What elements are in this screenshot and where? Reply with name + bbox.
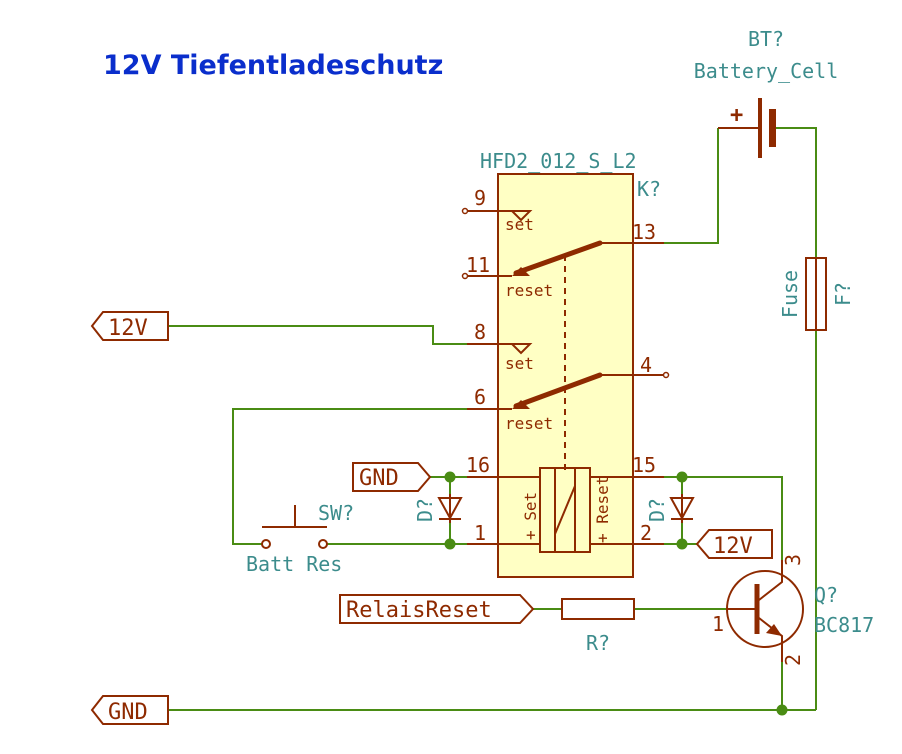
relay-value: HFD2_012_S_L2 [480, 149, 637, 173]
transistor-pin-2: 2 [781, 654, 805, 666]
switch-value: Batt Res [246, 552, 342, 576]
relay-label-set-1: set [505, 215, 534, 234]
relay-label-reset-1: reset [505, 281, 553, 300]
relay-label-reset-2: reset [505, 414, 553, 433]
relay-pin-11: 11 [466, 253, 490, 277]
junctions [444, 471, 788, 716]
relay-pin-2: 2 [640, 521, 652, 545]
transistor-value: BC817 [814, 613, 874, 637]
net-label-gnd-mid[interactable]: GND [352, 462, 432, 492]
fuse[interactable]: Fuse F? [778, 257, 855, 331]
diode-right-ref: D? [645, 498, 669, 522]
battery-ref: BT? [748, 27, 784, 51]
net-label-12v-left[interactable]: 12V [90, 311, 169, 341]
wire-pin6-to-switch [232, 408, 467, 545]
net-label-relaisreset-text: RelaisReset [346, 598, 492, 623]
relay-pin-1: 1 [474, 521, 486, 545]
relay-pin-4: 4 [640, 353, 652, 377]
diode-right[interactable]: D? [645, 494, 695, 523]
battery-value: Battery_Cell [694, 59, 839, 83]
schematic-title: 12V Tiefentladeschutz [103, 50, 443, 81]
transistor[interactable]: 1 2 3 Q? BC817 [712, 554, 874, 666]
diode-left-ref: D? [413, 498, 437, 522]
relay-label-set-2: set [505, 354, 534, 373]
relay-contact-arms [513, 240, 603, 409]
net-label-gnd-bottom[interactable]: GND [90, 695, 169, 725]
relay-label-coil-set: + Set [521, 492, 540, 540]
wire-battery-to-fuse [774, 127, 817, 258]
relay-pin-15: 15 [632, 453, 656, 477]
net-label-gnd-bottom-text: GND [108, 700, 148, 725]
junction-dot [444, 471, 456, 483]
junction-dot [676, 538, 688, 550]
relay-coil [539, 467, 591, 553]
junction-dot [444, 538, 456, 550]
relay-ref: K? [637, 177, 661, 201]
wire-pin15-to-collector [664, 476, 783, 560]
net-label-relaisreset[interactable]: RelaisReset [339, 594, 535, 624]
battery-cell[interactable]: + BT? Battery_Cell [694, 27, 839, 158]
relay-pin-8: 8 [474, 320, 486, 344]
resistor-ref: R? [586, 631, 610, 655]
fuse-ref: F? [831, 282, 855, 306]
net-label-12v-right[interactable]: 12V [695, 529, 773, 559]
relay-pin-9: 9 [474, 186, 486, 210]
wire-battery-to-pin13 [664, 128, 719, 244]
relay-pin-6: 6 [474, 385, 486, 409]
diode-left[interactable]: D? [413, 494, 463, 523]
resistor[interactable]: R? [561, 598, 635, 655]
net-label-12v-left-text: 12V [108, 316, 148, 341]
battery-plus-sign: + [730, 103, 743, 128]
junction-dot [676, 471, 688, 483]
wire-12v-to-pin8 [168, 325, 467, 345]
fuse-value: Fuse [778, 270, 802, 318]
junction-dot [776, 704, 788, 716]
push-switch[interactable]: SW? Batt Res [246, 501, 354, 576]
relay-pin-13: 13 [632, 220, 656, 244]
switch-ref: SW? [318, 501, 354, 525]
transistor-ref: Q? [814, 583, 838, 607]
relay-nc-pins [461, 207, 670, 379]
relay[interactable]: HFD2_012_S_L2 K? [461, 149, 670, 578]
transistor-pin-3: 3 [781, 554, 805, 566]
relay-label-coil-reset: + Reset [593, 476, 612, 543]
relay-pins [467, 210, 664, 545]
relay-reset-contacts [512, 267, 530, 409]
transistor-pin-1: 1 [712, 612, 724, 636]
relay-pin-16: 16 [466, 453, 490, 477]
net-label-12v-right-text: 12V [713, 534, 753, 559]
net-label-gnd-mid-text: GND [359, 466, 399, 491]
